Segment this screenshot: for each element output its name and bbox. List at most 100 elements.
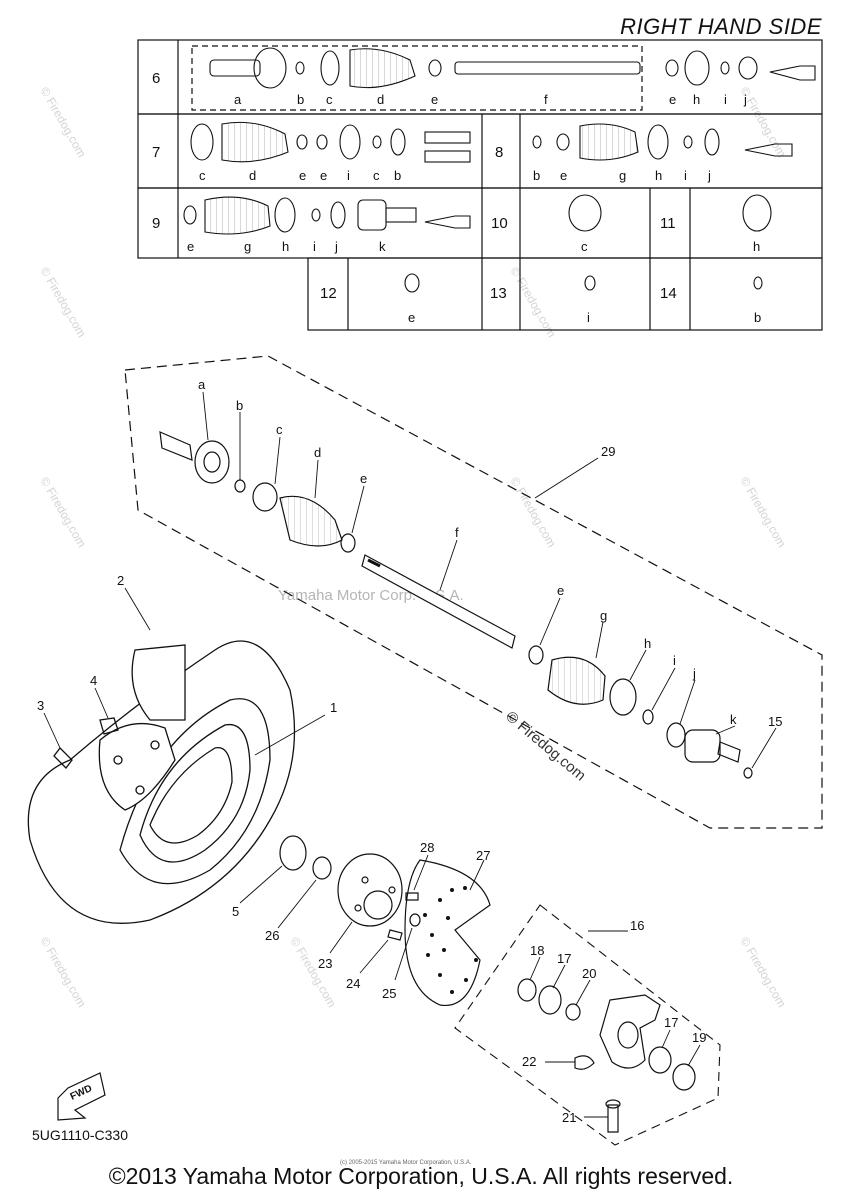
callout-h: h [644,636,651,651]
row8-letters: b e g h i j [533,168,711,183]
row7-part-icons [190,121,471,163]
callout-3: 3 [37,698,44,713]
watermark-text: © Firedog.com [737,935,789,1010]
row9-letters: e g h i j k [187,239,386,254]
callout-19: 19 [692,1030,706,1045]
row-number: 7 [152,144,160,161]
part-letter: b [533,168,540,183]
shaft-parts [159,431,753,779]
part-letter: e [408,310,415,325]
part-letter: e [320,168,327,183]
callout-e: e [360,471,367,486]
callout-26: 26 [265,928,279,943]
kit-row-numbers: 6 7 8 9 10 11 12 13 14 [152,70,677,302]
row-number: 13 [490,285,507,302]
callout-labels: a b c d e f e g h i j k 15 29 1 2 3 4 5 … [37,377,782,1125]
part-letter: a [234,92,242,107]
part-letter: g [619,168,626,183]
watermark-text: © Firedog.com [37,265,89,340]
callout-c: c [276,422,283,437]
callout-e: e [557,583,564,598]
callout-21: 21 [562,1110,576,1125]
part-letter: e [299,168,306,183]
callout-17: 17 [664,1015,678,1030]
part-letter: c [326,92,333,107]
part-letter: h [753,239,760,254]
callout-24: 24 [346,976,360,991]
callout-22: 22 [522,1054,536,1069]
part-letter: d [249,168,256,183]
part-letter: f [544,92,548,107]
rows10-14-part-icons [404,194,772,293]
leader-29 [534,457,599,499]
callout-2: 2 [117,573,124,588]
knuckle-assembly-outline [454,904,721,1146]
fwd-arrow-icon: FWD [57,1072,106,1121]
part-letter: g [244,239,251,254]
part-letter: b [297,92,304,107]
row-number: 9 [152,215,160,232]
part-letter: i [587,310,590,325]
part-letter: j [707,168,711,183]
knuckle-leaders [529,930,701,1118]
part-letter: i [313,239,316,254]
callout-a: a [198,377,206,392]
hub-leaders [239,854,485,981]
callout-23: 23 [318,956,332,971]
callout-d: d [314,445,321,460]
part-letter: e [669,92,676,107]
part-letter: b [394,168,401,183]
callout-16: 16 [630,918,644,933]
callout-20: 20 [582,966,596,981]
part-letter: c [373,168,380,183]
row-number: 11 [660,215,676,232]
part-letter: i [684,168,687,183]
part-letter: b [754,310,761,325]
row-number: 10 [491,215,508,232]
watermark-text: © Firedog.com [507,475,559,550]
callout-28: 28 [420,840,434,855]
watermark-text: © Firedog.com [507,265,559,340]
disc-holes [423,886,478,994]
watermark-text: © Firedog.com [737,475,789,550]
row-number: 6 [152,70,160,87]
watermark-text: © Firedog.com [37,935,89,1010]
callout-17: 17 [557,951,571,966]
part-letter: i [724,92,727,107]
row9-part-icons [183,196,471,235]
part-letter: k [379,239,386,254]
row8-part-icons [532,123,793,161]
knuckle-parts [517,978,696,1133]
row-number: 8 [495,144,503,161]
kit-table [137,39,823,331]
tire-wheel [27,640,296,924]
callout-f: f [455,525,459,540]
watermark-text: © Firedog.com [37,85,89,160]
row-number: 12 [320,285,337,302]
callout-27: 27 [476,848,490,863]
fineprint: (c) 2005-2015 Yamaha Motor Corporation, … [340,1160,472,1166]
callout-b: b [236,398,243,413]
rows10-14-letters: c h e i b [408,239,761,325]
row-number: 14 [660,285,677,302]
callout-4: 4 [90,673,97,688]
callout-k: k [730,712,737,727]
watermark-text: © Firedog.com [37,475,89,550]
row7-letters: c d e e i c b [199,168,401,183]
row6-part-icons [209,47,816,89]
copyright-notice: ©2013 Yamaha Motor Corporation, U.S.A. A… [108,1163,734,1189]
callout-1: 1 [330,700,337,715]
part-letter: j [743,92,747,107]
part-letter: e [560,168,567,183]
shaft-leaders [202,391,777,769]
part-letter: i [347,168,350,183]
wheel-leaders [43,587,326,756]
part-letter: d [377,92,384,107]
callout-29: 29 [601,444,615,459]
side-title: RIGHT HAND SIDE [620,14,822,39]
part-letter: e [187,239,194,254]
shaft-assembly-outline [124,355,823,829]
hub-parts [279,835,491,1007]
